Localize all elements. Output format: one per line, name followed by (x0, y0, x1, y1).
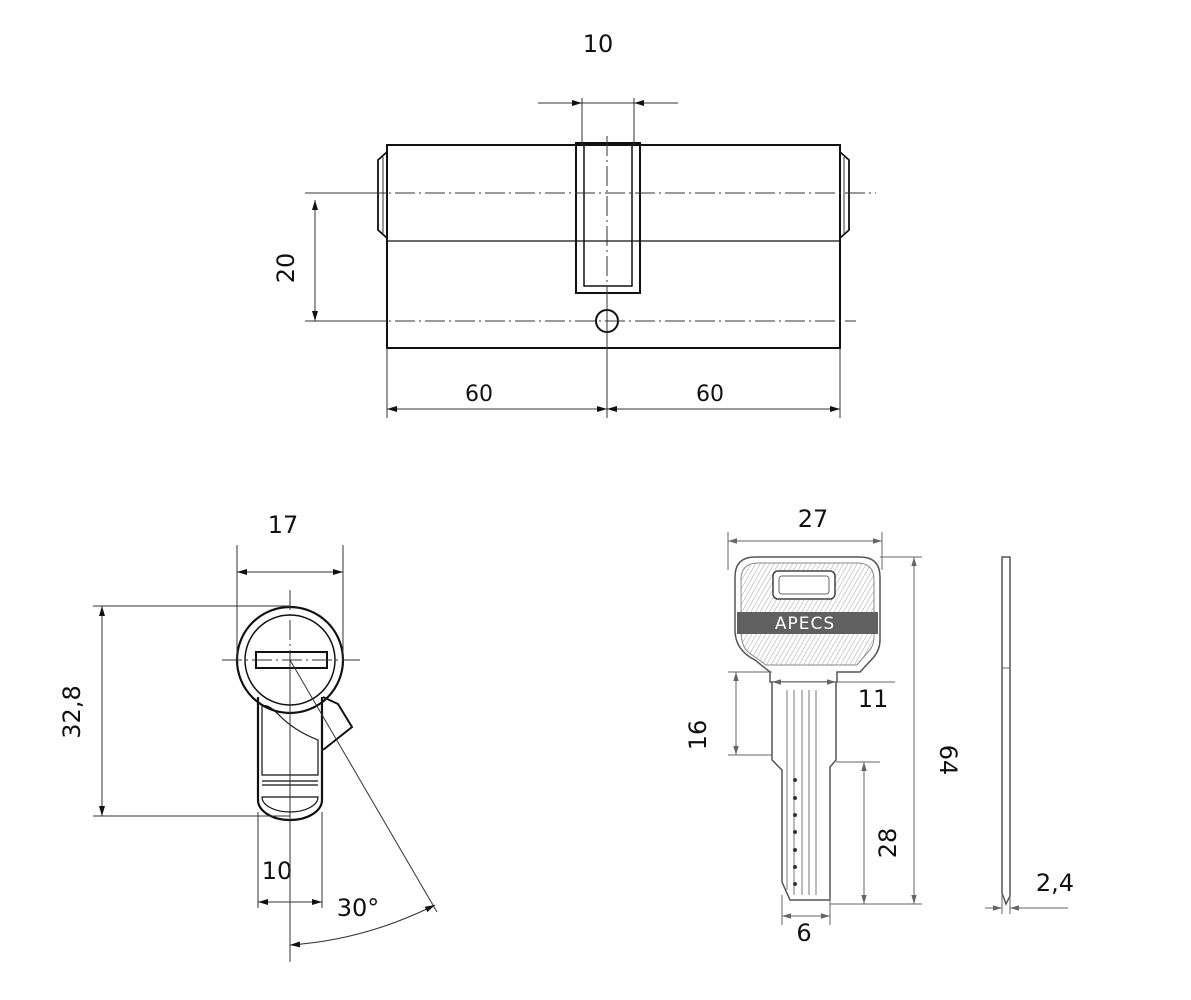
left-plug-end (377, 151, 388, 239)
key-dimples (793, 778, 797, 886)
key-brand-band (737, 612, 878, 634)
cam-lobe (322, 696, 354, 751)
dim-slot-width: 10 (583, 30, 614, 58)
dim-key-thickness: 2,4 (1036, 869, 1074, 897)
dim-cam-base-width: 10 (262, 857, 293, 885)
key-blade (771, 682, 837, 901)
dim-right-length: 60 (696, 382, 724, 407)
key-head-hole (772, 570, 836, 600)
key-edge (1001, 556, 1011, 906)
dim-key-total-length: 64 (934, 745, 962, 776)
dim-key-head-width: 27 (798, 505, 829, 533)
cylinder-body (386, 144, 841, 349)
cylinder-side-view: 10 20 60 60 (272, 30, 876, 418)
dim-profile-height: 32,8 (58, 685, 86, 738)
key-view: APECS 27 64 11 (684, 505, 962, 947)
key-edge-view: 2,4 (985, 556, 1074, 914)
right-plug-end (839, 151, 850, 239)
dim-center-height: 20 (272, 253, 300, 284)
cam-slot (575, 142, 641, 294)
dim-left-length: 60 (465, 382, 493, 407)
dim-key-shoulder-height: 16 (684, 720, 712, 751)
dim-cam-angle: 30° (337, 894, 380, 922)
key-brand-label: APECS (775, 614, 835, 634)
cylinder-profile-view: 17 32,8 10 30° (58, 511, 438, 962)
dim-key-shoulder-width: 11 (858, 685, 889, 713)
dim-cam-width: 17 (268, 511, 299, 539)
dim-key-blade-length: 28 (874, 828, 902, 859)
dim-key-blade-width: 6 (796, 919, 811, 947)
